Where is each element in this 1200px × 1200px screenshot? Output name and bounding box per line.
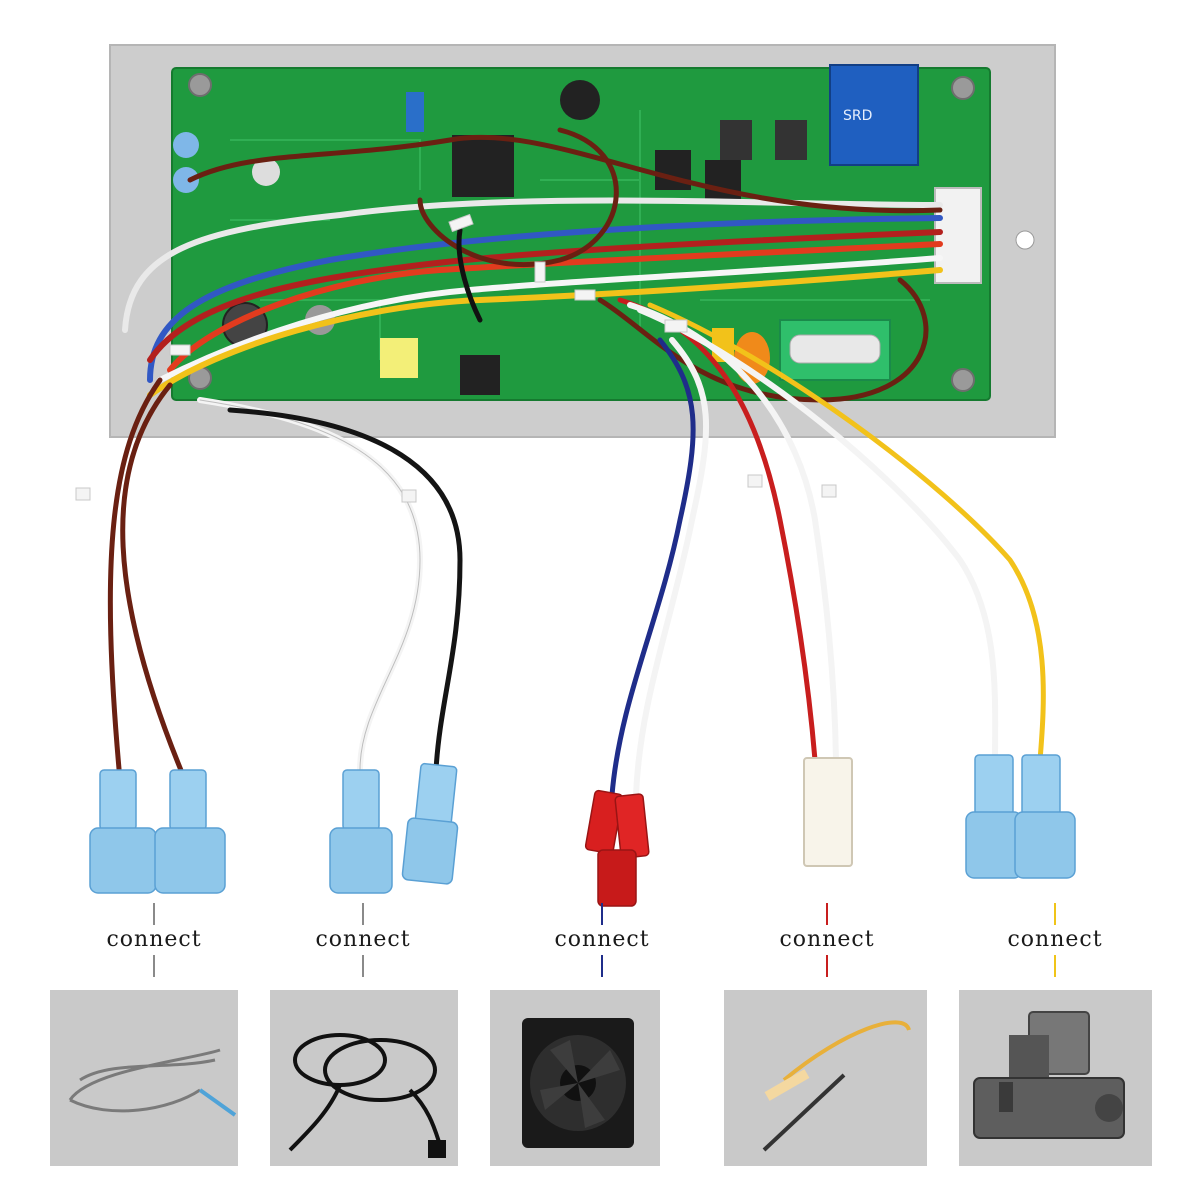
- connect-label-1: connect: [106, 927, 202, 952]
- connector-tick-5: [1054, 903, 1056, 925]
- terminal-group-1: [89, 769, 226, 894]
- svg-text:SRD: SRD: [843, 108, 872, 124]
- connector-tick-1: [153, 903, 155, 925]
- auger-motor-icon: [959, 990, 1152, 1166]
- connector-tick-3b: [601, 955, 603, 977]
- connector-tick-2b: [362, 955, 364, 977]
- connector-tick-2: [362, 903, 364, 925]
- connect-label-2: connect: [315, 927, 411, 952]
- connector-tick-4b: [826, 955, 828, 977]
- terminal-group-3: [584, 789, 650, 907]
- temperature-probe-cable-icon: [50, 990, 238, 1166]
- igniter-rod-icon: [724, 990, 927, 1166]
- connect-label-5: connect: [1007, 927, 1103, 952]
- mount-screws: [188, 73, 975, 392]
- cooling-fan-icon: [490, 990, 660, 1166]
- connect-label-4: connect: [779, 927, 875, 952]
- connect-label-3: connect: [554, 927, 650, 952]
- power-cord-icon: [270, 990, 458, 1166]
- connector-tick-1b: [153, 955, 155, 977]
- terminal-group-2: [329, 762, 459, 894]
- relay: [829, 64, 919, 166]
- terminal-group-4: [803, 757, 853, 867]
- connector-tick-3: [601, 903, 603, 925]
- connector-tick-4: [826, 903, 828, 925]
- terminal-group-5: [965, 754, 1076, 879]
- connector-tick-5b: [1054, 955, 1056, 977]
